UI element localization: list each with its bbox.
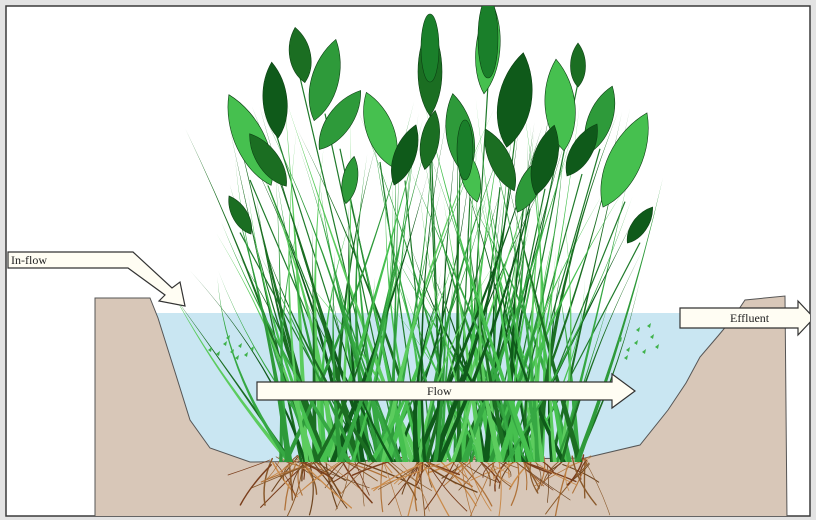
effluent-label: Effluent [730,311,770,325]
inflow-label: In-flow [11,253,47,267]
flow-label: Flow [427,384,452,398]
